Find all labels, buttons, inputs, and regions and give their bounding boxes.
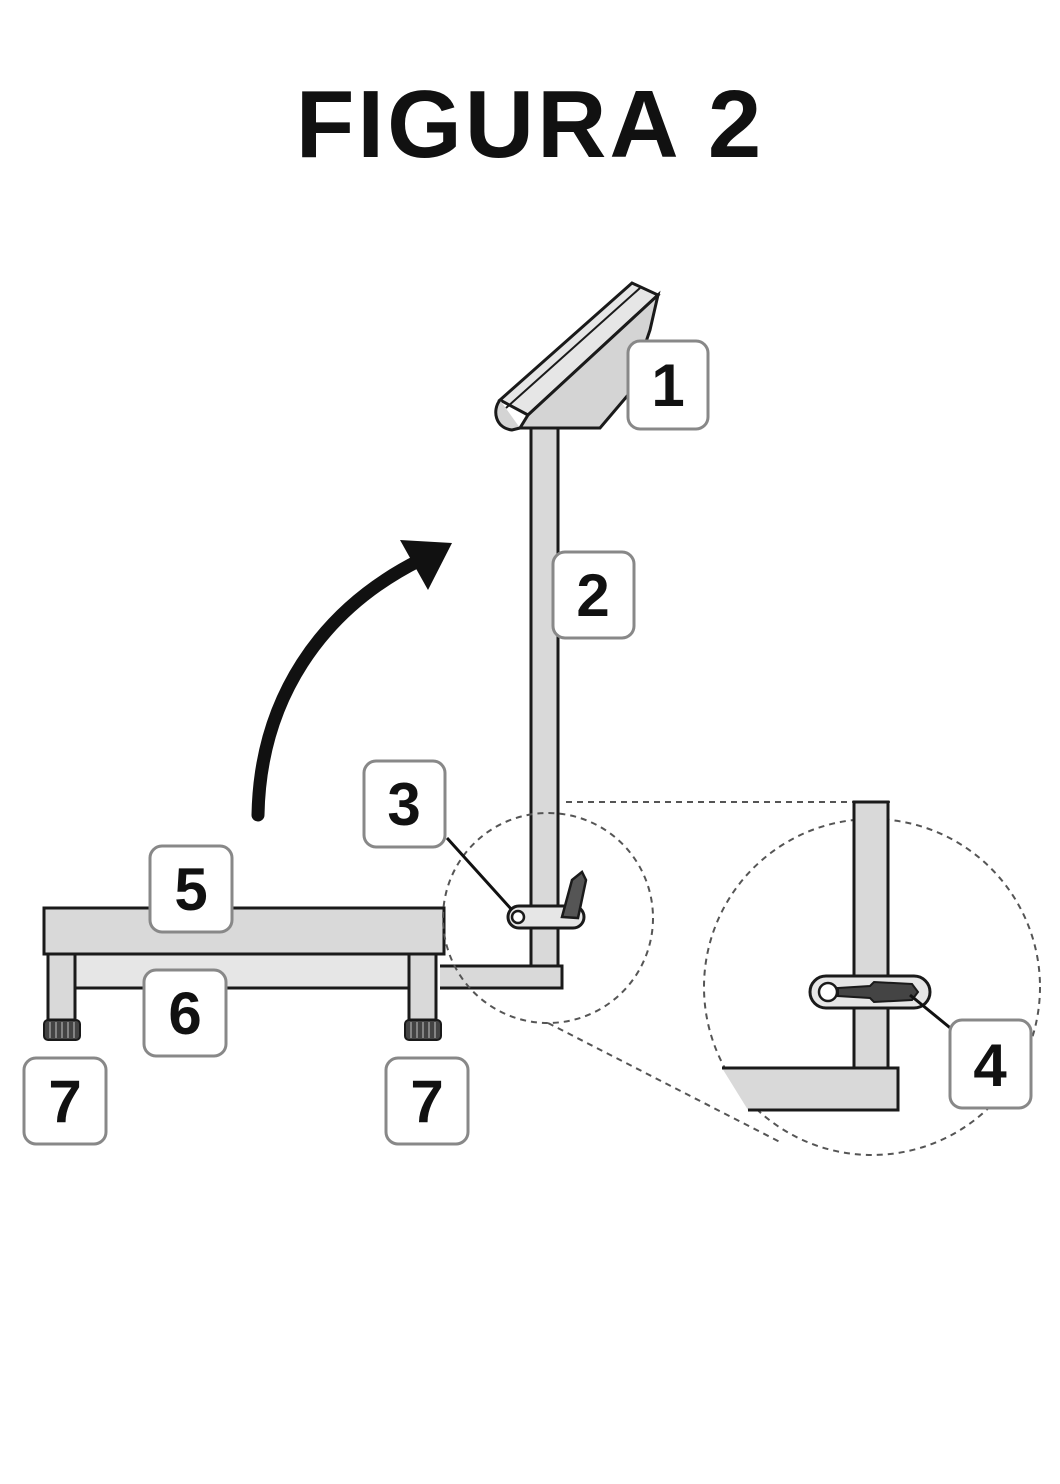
callout-label: 7 xyxy=(48,1068,81,1135)
callout-label: 4 xyxy=(973,1032,1007,1099)
column-pole xyxy=(529,426,560,970)
callout-label: 2 xyxy=(576,562,609,629)
callout-label: 3 xyxy=(387,771,420,838)
callout-label: 7 xyxy=(410,1068,443,1135)
column-clamp xyxy=(506,870,588,930)
callout-1: 1 xyxy=(626,339,710,431)
callout-label: 1 xyxy=(651,352,684,419)
callout-6: 6 xyxy=(142,968,228,1058)
base-bracket xyxy=(440,964,564,990)
rotation-arrowhead xyxy=(400,540,452,590)
platform-leg-right xyxy=(407,952,438,1022)
callout-2: 2 xyxy=(551,550,636,640)
rotation-arrow xyxy=(251,553,427,822)
callout-7-right: 7 xyxy=(384,1056,470,1146)
platform-frame xyxy=(73,952,411,990)
callout-7-left: 7 xyxy=(22,1056,108,1146)
platform-leg-left xyxy=(46,952,77,1022)
callout-3: 3 xyxy=(362,759,447,849)
display-head xyxy=(494,281,661,432)
detail-zoom-circle xyxy=(703,818,1041,1156)
callout-5: 5 xyxy=(148,844,234,934)
detail-source-circle xyxy=(442,812,654,1024)
detail-zoom-content xyxy=(722,800,932,1112)
callout-label: 5 xyxy=(174,856,207,923)
leader-line-3 xyxy=(445,836,514,912)
adjustable-foot-right xyxy=(404,1019,442,1041)
platform-top xyxy=(42,906,446,956)
callout-4: 4 xyxy=(948,1018,1033,1110)
figure-title: FIGURA 2 xyxy=(295,71,765,178)
adjustable-foot-left xyxy=(43,1019,81,1041)
callout-label: 6 xyxy=(168,980,201,1047)
